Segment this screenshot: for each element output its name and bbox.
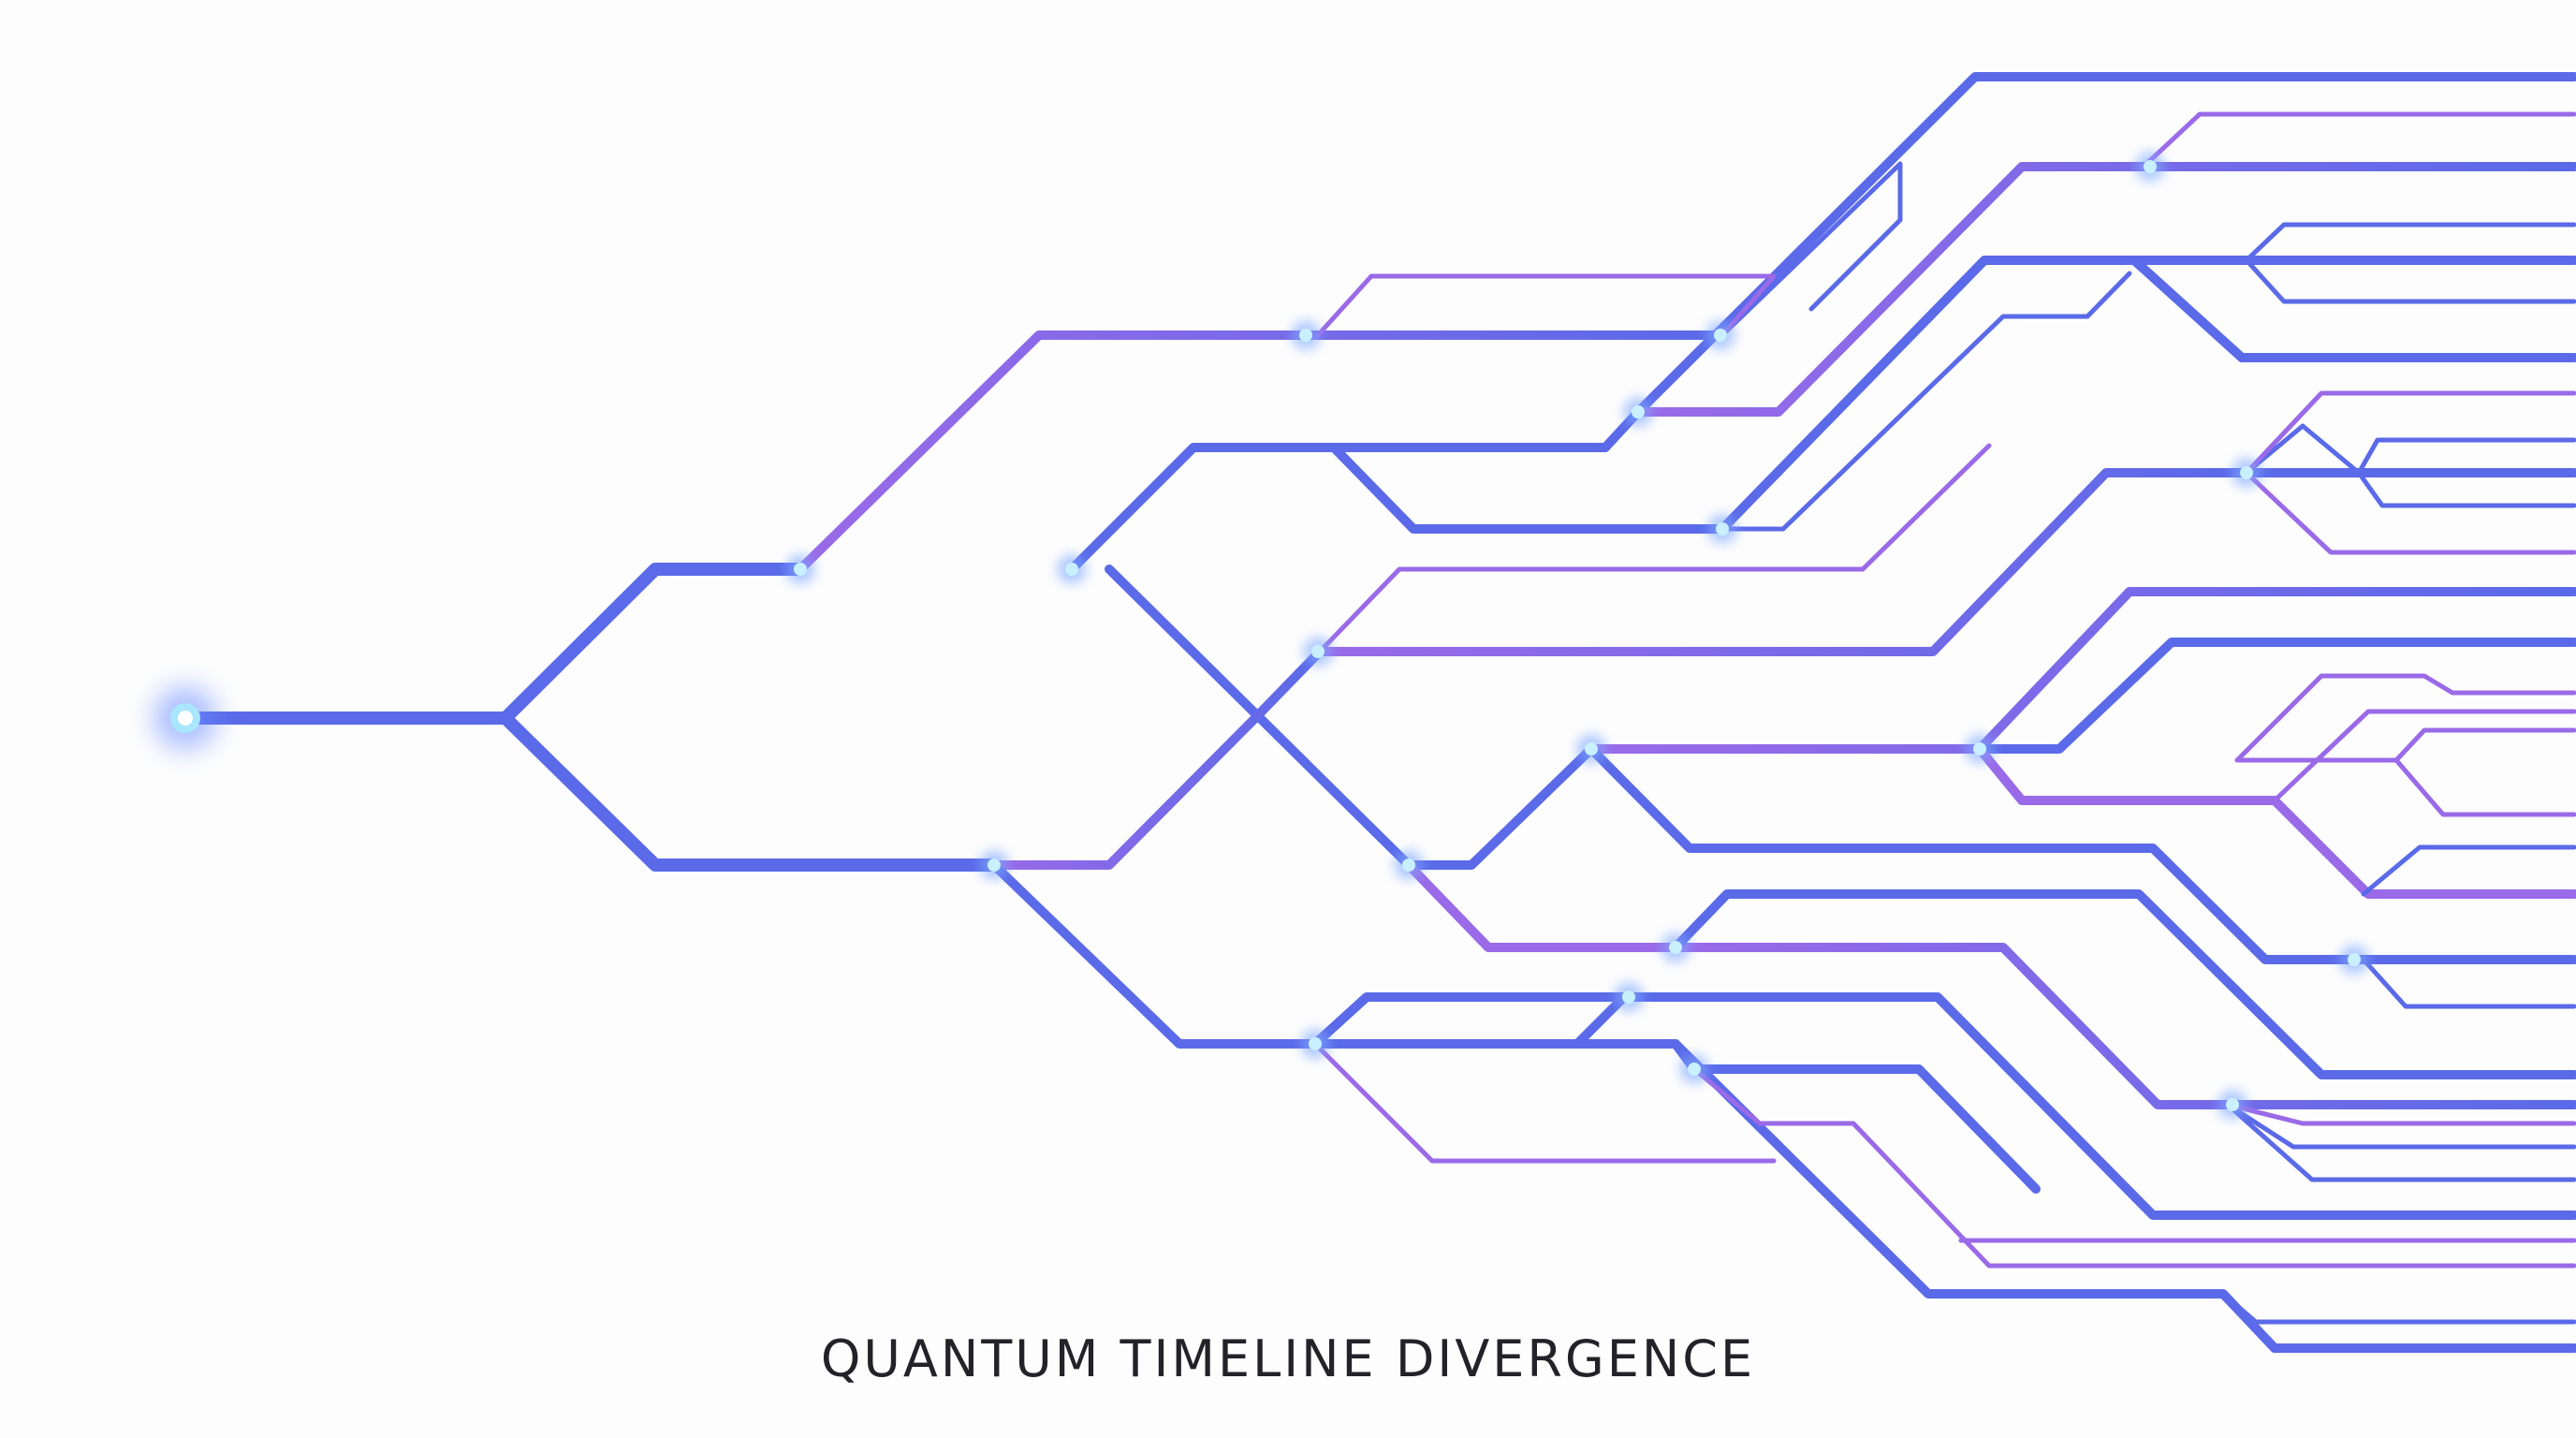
timeline-branch — [2361, 957, 2576, 1009]
timeline-branch — [989, 647, 1325, 870]
timeline-branch — [2244, 423, 2576, 476]
timeline-branch — [499, 563, 807, 725]
junction-node — [1679, 1054, 1709, 1084]
timeline-branch — [1105, 565, 1596, 870]
timeline-branch — [1072, 178, 2087, 569]
timeline-branch — [2244, 470, 2576, 555]
junction-node — [1705, 320, 1735, 350]
timeline-branch — [1315, 468, 2251, 656]
timeline-branch — [2244, 257, 2576, 304]
junction-node — [1576, 734, 1606, 764]
origin-node — [154, 686, 217, 750]
junction-node — [1614, 982, 1644, 1012]
timeline-branch — [499, 712, 1001, 872]
junction-node — [979, 850, 1009, 880]
junction-node — [2217, 1090, 2247, 1120]
timeline-branch — [2244, 390, 2576, 476]
timeline-branch — [1310, 992, 2576, 1220]
junction-node — [1661, 932, 1690, 962]
junction-node — [1965, 734, 1995, 764]
timeline-branch — [1312, 1041, 1777, 1164]
timeline-branch — [1720, 271, 2132, 532]
timeline-branch — [2220, 1291, 2576, 1325]
timeline-branch — [1671, 943, 2576, 1109]
timeline-branch — [2244, 222, 2576, 263]
timeline-branch — [1975, 638, 2576, 754]
timeline-branch — [1691, 1066, 2576, 1269]
timeline-nodes — [154, 152, 2369, 1120]
timeline-branch — [1067, 407, 1643, 574]
junction-node — [2339, 945, 2369, 975]
timeline-branch — [2141, 111, 2576, 169]
timeline-branch — [1633, 162, 2576, 417]
timeline-branch — [2272, 709, 2576, 817]
timeline-branch — [2361, 844, 2576, 897]
timeline-branch — [1587, 587, 2576, 754]
timeline-paths — [179, 72, 2576, 1353]
junction-node — [2232, 458, 2261, 488]
junction-node — [1394, 850, 1424, 880]
timeline-branch — [1671, 889, 2576, 1079]
junction-node — [1707, 514, 1737, 544]
junction-node — [785, 554, 815, 584]
timeline-branch — [2356, 470, 2576, 508]
timeline-branch — [1404, 860, 1680, 952]
junction-node — [1057, 554, 1087, 584]
timeline-branch — [1975, 744, 2576, 899]
timeline-branch — [989, 860, 1320, 1049]
timeline-branch — [1671, 1039, 2041, 1194]
junction-node — [2135, 152, 2165, 182]
timeline-branch — [1720, 161, 1903, 338]
timeline-branch — [796, 330, 1727, 574]
timeline-branch — [2225, 1102, 2576, 1126]
junction-node — [1303, 637, 1333, 667]
junction-node — [1623, 397, 1653, 427]
timeline-branch — [2225, 1102, 2576, 1182]
timeline-branch — [1587, 744, 2576, 964]
timeline-branch — [1315, 273, 1777, 338]
timeline-branch — [1317, 443, 1992, 654]
timeline-branch — [2130, 256, 2576, 362]
timeline-branch — [2234, 673, 2576, 763]
junction-node — [1291, 320, 1321, 350]
diagram-caption: QUANTUM TIMELINE DIVERGENCE — [820, 1329, 1756, 1388]
junction-node — [1300, 1029, 1330, 1059]
